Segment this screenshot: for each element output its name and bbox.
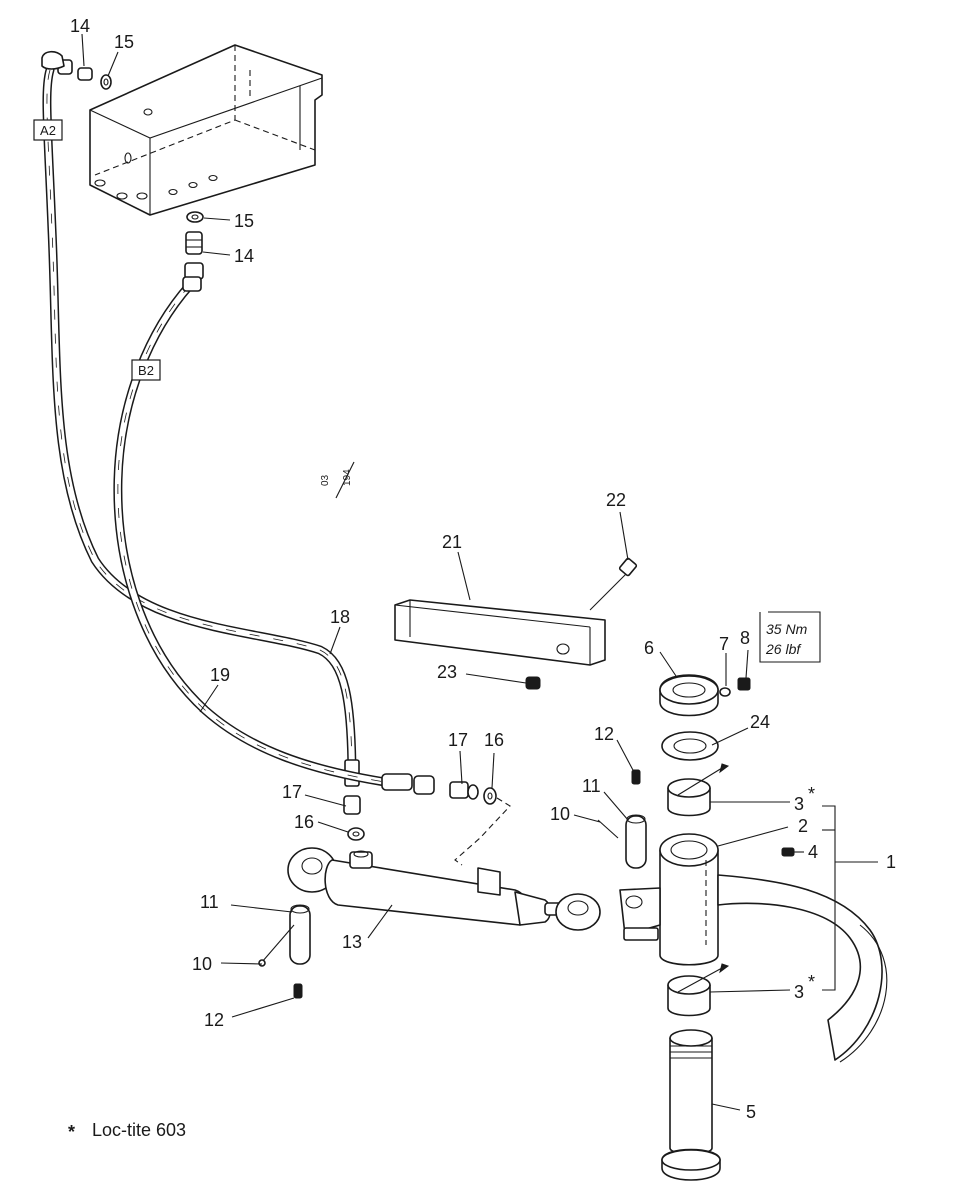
callout-13: 13 bbox=[342, 932, 362, 952]
callout-2: 2 bbox=[798, 816, 808, 836]
callout-14-mid: 14 bbox=[234, 246, 254, 266]
callout-11-left: 11 bbox=[200, 892, 219, 912]
drawing-ref-top: 03 bbox=[320, 474, 331, 486]
callout-19: 19 bbox=[210, 665, 230, 685]
callout-3-upper-asterisk: * bbox=[808, 784, 815, 804]
footnote-text: Loc-tite 603 bbox=[92, 1120, 186, 1140]
callout-1: 1 bbox=[886, 852, 896, 872]
callout-7: 7 bbox=[719, 634, 729, 654]
hose-a2-and-18 bbox=[41, 50, 360, 787]
hose-tag-b2: B2 bbox=[131, 359, 161, 381]
callout-12-right: 12 bbox=[594, 724, 614, 744]
fittings-17-16 bbox=[343, 781, 511, 866]
hose-tag-a2: A2 bbox=[33, 119, 63, 141]
footnote: * Loc-tite 603 bbox=[68, 1120, 186, 1142]
pin-right bbox=[597, 769, 647, 869]
leader-lines bbox=[81, 33, 878, 1111]
pin-left bbox=[258, 904, 311, 999]
king-pin bbox=[661, 1029, 721, 1181]
callout-16-top: 16 bbox=[484, 730, 504, 750]
callout-3-lower-asterisk: * bbox=[808, 972, 815, 992]
callout-15-mid: 15 bbox=[234, 211, 254, 231]
hydraulic-cylinder bbox=[287, 847, 601, 931]
callout-21: 21 bbox=[442, 532, 462, 552]
callout-5: 5 bbox=[746, 1102, 756, 1122]
callout-4: 4 bbox=[808, 842, 818, 862]
callout-10-left: 10 bbox=[192, 954, 212, 974]
bushing-lower bbox=[667, 963, 730, 1017]
valve-block bbox=[89, 44, 323, 216]
hose-b2-and-19 bbox=[113, 276, 435, 795]
bushing-upper bbox=[667, 763, 730, 817]
knuckle-housing bbox=[619, 833, 888, 1063]
torque-spec: 35 Nm 26 lbf bbox=[759, 611, 821, 663]
callout-16-left: 16 bbox=[294, 812, 314, 832]
cover-plate bbox=[394, 557, 638, 690]
callout-8: 8 bbox=[740, 628, 750, 648]
callout-14-top: 14 bbox=[70, 16, 90, 36]
callout-3-lower: 3 bbox=[794, 982, 804, 1002]
callout-3-upper: 3 bbox=[794, 794, 804, 814]
callout-17-left: 17 bbox=[282, 782, 302, 802]
callout-6: 6 bbox=[644, 638, 654, 658]
footnote-symbol: * bbox=[68, 1122, 75, 1142]
callout-22: 22 bbox=[606, 490, 626, 510]
callout-15-top: 15 bbox=[114, 32, 134, 52]
drawing-ref-bottom: 194 bbox=[342, 469, 353, 486]
clamp-ring bbox=[659, 674, 751, 761]
callout-10-right: 10 bbox=[550, 804, 570, 824]
callout-17-top: 17 bbox=[448, 730, 468, 750]
callout-12-left: 12 bbox=[204, 1010, 224, 1030]
callout-labels: 14 15 15 14 22 21 18 19 23 6 7 8 24 12 1… bbox=[70, 16, 896, 1122]
torque-lbf: 26 lbf bbox=[765, 641, 802, 657]
top-fittings bbox=[57, 59, 204, 280]
drawing-reference: 03 194 bbox=[320, 461, 355, 499]
callout-24: 24 bbox=[750, 712, 770, 732]
callout-18: 18 bbox=[330, 607, 350, 627]
hose-tag-a2-text: A2 bbox=[40, 123, 56, 138]
hose-tag-b2-text: B2 bbox=[138, 363, 154, 378]
torque-nm: 35 Nm bbox=[766, 621, 808, 637]
callout-23: 23 bbox=[437, 662, 457, 682]
callout-11-right: 11 bbox=[582, 776, 601, 796]
